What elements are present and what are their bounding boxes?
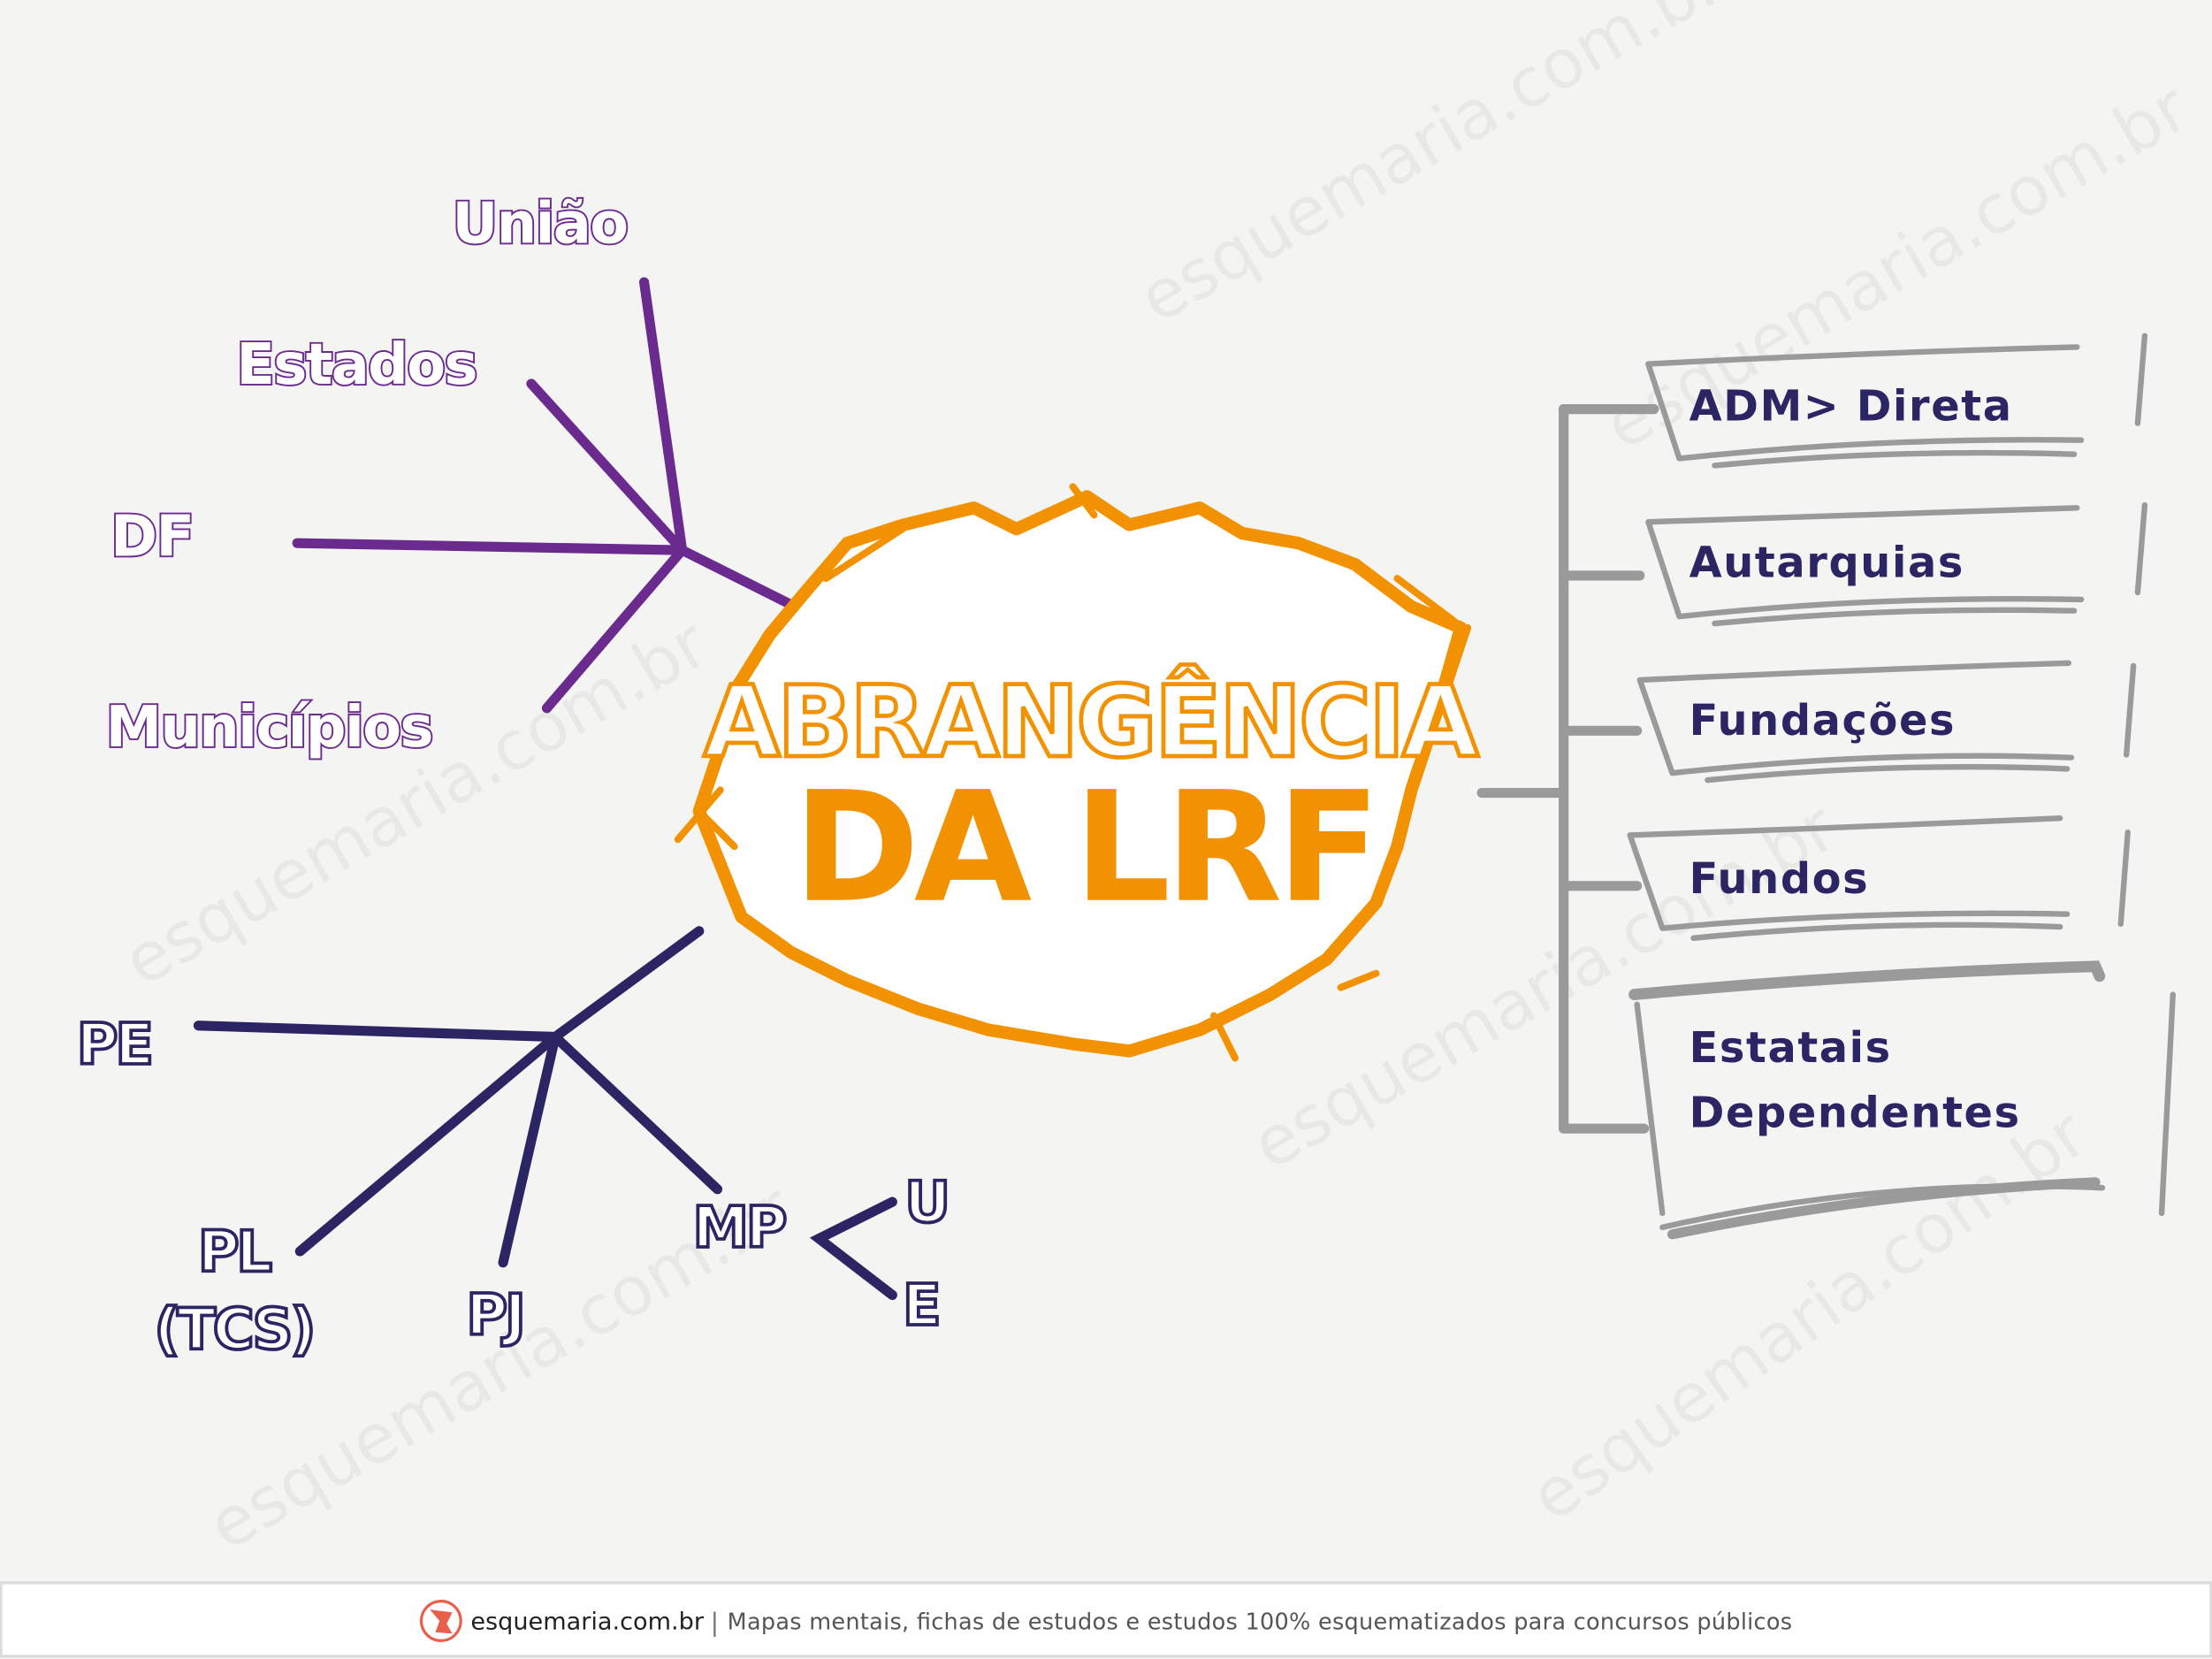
label-pj: PJ bbox=[466, 1283, 522, 1349]
poderes-branch bbox=[193, 926, 897, 1301]
box-adm-direta bbox=[1645, 333, 2148, 469]
entes-branch bbox=[292, 277, 800, 714]
connector-line bbox=[677, 545, 800, 612]
item-fundos: Fundos bbox=[1690, 855, 1870, 904]
label-estados: Estados bbox=[236, 333, 476, 398]
title-line1: ABRANGÊNCIA bbox=[704, 663, 1478, 780]
connector-line bbox=[550, 1031, 723, 1195]
title-line2: DA LRF bbox=[793, 759, 1375, 937]
box-fundos bbox=[1627, 815, 2131, 942]
label-uniao: União bbox=[453, 191, 628, 256]
boxes bbox=[1627, 333, 2176, 1240]
connector-line bbox=[294, 1031, 561, 1257]
label-mp-estados: E bbox=[903, 1273, 938, 1339]
connector-line bbox=[498, 1031, 561, 1268]
connector-line bbox=[292, 538, 688, 555]
footer-tagline: Mapas mentais, fichas de estudos e estud… bbox=[728, 1609, 1792, 1636]
footer-brand: esquemaria.com.br bbox=[470, 1609, 705, 1636]
box-fundacoes bbox=[1636, 660, 2137, 784]
connector-line bbox=[550, 926, 705, 1043]
connector-line bbox=[193, 1021, 561, 1043]
box-autarquias bbox=[1645, 501, 2148, 627]
item-adm-direta: ADM> Direta bbox=[1690, 382, 2013, 431]
item-autarquias: Autarquias bbox=[1690, 539, 1964, 587]
footer-separator: | bbox=[711, 1607, 720, 1637]
label-df: DF bbox=[111, 505, 193, 570]
item-dependentes: Dependentes bbox=[1690, 1089, 2021, 1138]
connector-line bbox=[541, 545, 688, 714]
label-mp: MP bbox=[693, 1196, 786, 1261]
label-mp-uniao: U bbox=[904, 1170, 948, 1235]
item-fundacoes: Fundações bbox=[1690, 697, 1956, 745]
center-node: ABRANGÊNCIA DA LRF bbox=[674, 483, 1484, 1062]
label-municipios: Municípios bbox=[106, 695, 432, 761]
label-pe: PE bbox=[77, 1013, 151, 1078]
connector-line bbox=[638, 277, 688, 555]
footer: esquemaria.com.br | Mapas mentais, ficha… bbox=[0, 1581, 2212, 1658]
brand-logo-icon bbox=[419, 1600, 462, 1642]
administracao-bracket bbox=[1476, 404, 1659, 1134]
label-tcs: (TCS) bbox=[154, 1297, 313, 1363]
label-pl: PL bbox=[198, 1219, 271, 1285]
box-estatais bbox=[1628, 960, 2176, 1240]
item-estatais: Estatais bbox=[1690, 1024, 1892, 1073]
brush-strokes bbox=[674, 483, 1472, 1062]
brush-blob bbox=[692, 490, 1468, 1058]
connector-line bbox=[526, 378, 688, 555]
mp-split-chevron bbox=[809, 1196, 897, 1301]
